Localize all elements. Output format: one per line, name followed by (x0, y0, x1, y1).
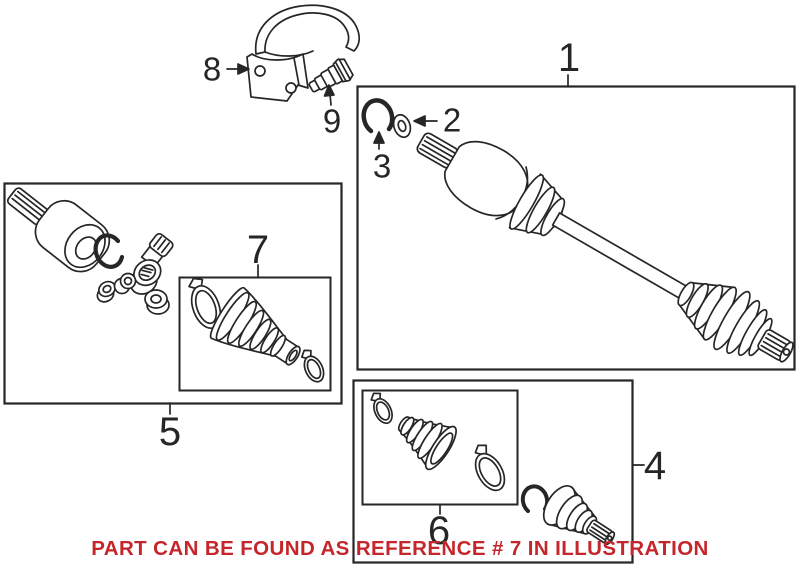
tripod-spider (113, 232, 174, 315)
boot-clamp-small (300, 349, 325, 383)
outer-cv-joint (542, 485, 616, 546)
callout-label-7: 7 (246, 228, 270, 272)
reference-note: PART CAN BE FOUND AS REFERENCE # 7 IN IL… (91, 537, 709, 560)
box-boot-kit-7 (178, 276, 332, 392)
washer-drawing (392, 113, 412, 139)
inner-joint-assembly-drawing (6, 187, 174, 315)
bolt-drawing (308, 58, 354, 93)
arrowhead-2 (413, 115, 426, 127)
snap-ring-drawing (361, 98, 395, 134)
outer-joint-kit-drawing (520, 484, 616, 546)
small-ring (96, 280, 117, 303)
arrowhead-8 (237, 63, 250, 75)
box-inner-joint-5 (3, 182, 343, 405)
cv-boot (397, 416, 457, 471)
callout-label-5: 5 (158, 410, 182, 454)
tripod-roller (113, 272, 137, 295)
callout-label-8: 8 (202, 50, 222, 88)
joint-housing (34, 199, 111, 273)
arrowhead-3 (373, 131, 385, 144)
kit-snap-ring (520, 484, 550, 513)
axle-shaft-bar (551, 212, 689, 300)
box-axle-assembly-1 (356, 85, 796, 371)
callout-label-9: 9 (322, 102, 342, 140)
callout-label-1: 1 (557, 36, 581, 80)
callout-label-2: 2 (442, 101, 462, 139)
boot-clamp-small (370, 392, 393, 425)
callout-label-4: 4 (643, 444, 667, 488)
cap (144, 289, 170, 315)
boot-kit-6-drawing (370, 392, 506, 492)
joint-snap-ring (93, 233, 125, 269)
boot-clamp-large (474, 444, 506, 492)
box-outer-joint-kit-4 (352, 379, 634, 564)
axle-shaft-drawing (416, 132, 794, 363)
cv-boot (209, 286, 301, 366)
arrowhead-9 (323, 84, 335, 97)
boot-kit-7-drawing (188, 277, 325, 383)
callout-label-6: 6 (427, 509, 451, 553)
heat-shield-drawing (246, 4, 360, 102)
callout-connectors (169, 63, 645, 515)
callout-label-3: 3 (372, 147, 392, 185)
